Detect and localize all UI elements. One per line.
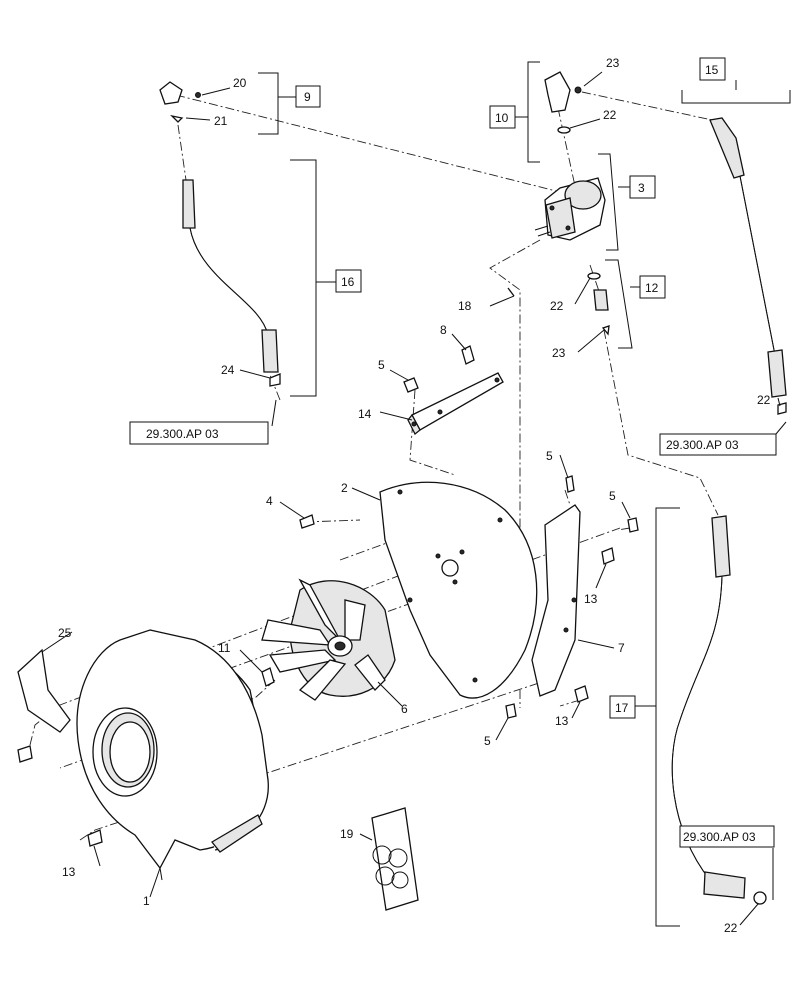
callout-22: 22	[724, 921, 738, 935]
callout-13: 13	[555, 714, 569, 728]
callout-22: 22	[550, 299, 564, 313]
callout-12: 12	[645, 281, 659, 295]
blower-housing	[76, 629, 269, 881]
hose-17	[671, 515, 746, 899]
callout-5: 5	[546, 449, 553, 463]
callout-18: 18	[458, 299, 472, 313]
callout-7: 7	[618, 641, 625, 655]
callout-13: 13	[62, 865, 76, 879]
group-brackets	[258, 61, 791, 927]
callout-11: 11	[218, 641, 231, 655]
reference-boxes: 29.300.AP 03 29.300.AP 03 29.300.AP 03	[129, 421, 777, 848]
callout-25: 25	[58, 626, 72, 640]
callout-4: 4	[266, 494, 273, 508]
o-ring-kit-19	[371, 807, 419, 911]
callout-14: 14	[358, 407, 372, 421]
callout-labels: 1 2 4 5 5 5 5 6 7 8 11 13 13 13 14 18 19…	[58, 56, 771, 935]
callout-3: 3	[638, 181, 645, 195]
callout-15: 15	[705, 63, 719, 77]
callout-20: 20	[233, 76, 247, 90]
reference-right-upper: 29.300.AP 03	[666, 438, 739, 452]
hydraulic-pump-3	[534, 177, 606, 241]
callout-16: 16	[341, 275, 355, 289]
hose-15	[709, 117, 787, 398]
reference-right-lower: 29.300.AP 03	[683, 830, 756, 844]
fittings	[17, 71, 787, 905]
callout-24: 24	[221, 363, 235, 377]
boxed-callouts: 9 10 15 3 12 16 17	[295, 57, 726, 719]
callout-21: 21	[214, 114, 228, 128]
fan-6	[261, 578, 396, 701]
callout-8: 8	[440, 323, 447, 337]
callout-5: 5	[609, 489, 616, 503]
callout-9: 9	[304, 90, 311, 104]
back-plate-2	[379, 481, 538, 699]
callout-2: 2	[341, 481, 348, 495]
reference-left: 29.300.AP 03	[146, 427, 219, 441]
bar-bracket-14	[407, 372, 504, 436]
callout-1: 1	[143, 894, 150, 908]
shield-25	[17, 648, 71, 733]
callout-23: 23	[606, 56, 620, 70]
bracket-7	[531, 504, 581, 697]
callout-13: 13	[584, 592, 598, 606]
callout-22: 22	[603, 108, 617, 122]
callout-22: 22	[757, 393, 771, 407]
callout-5: 5	[378, 358, 385, 372]
callout-5: 5	[484, 734, 491, 748]
hose-16	[182, 179, 279, 373]
callout-19: 19	[340, 827, 354, 841]
callout-6: 6	[401, 702, 408, 716]
callout-17: 17	[615, 701, 629, 715]
callout-23: 23	[552, 346, 566, 360]
callout-10: 10	[495, 111, 509, 125]
